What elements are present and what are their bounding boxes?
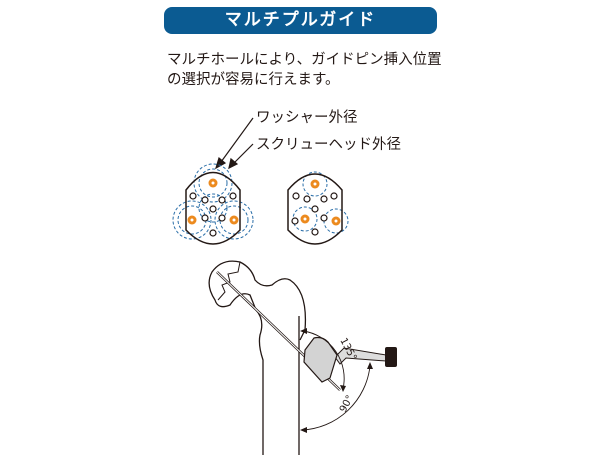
washer-diameter-label: ワッシャー外径 [256,110,358,126]
description-line-2: の選択が容易に行えます。 [167,72,340,88]
multi-hole-plate-right [287,171,349,245]
multi-hole-plate-left [172,163,254,245]
femur-illustration [208,260,307,455]
handle-knob [385,347,397,367]
screw-head-diameter-label: スクリューヘッド外径 [256,137,401,153]
leader-arrows [215,117,254,170]
description-line-1: マルチホールにより、ガイドピン挿入位置 [167,52,442,68]
guide-handle [303,336,397,383]
section-title: マルチプルガイド [164,7,437,34]
angle-arcs [301,330,371,431]
description: マルチホールにより、ガイドピン挿入位置 の選択が容易に行えます。 [167,50,442,90]
angle-90-label: 90° [338,394,356,415]
